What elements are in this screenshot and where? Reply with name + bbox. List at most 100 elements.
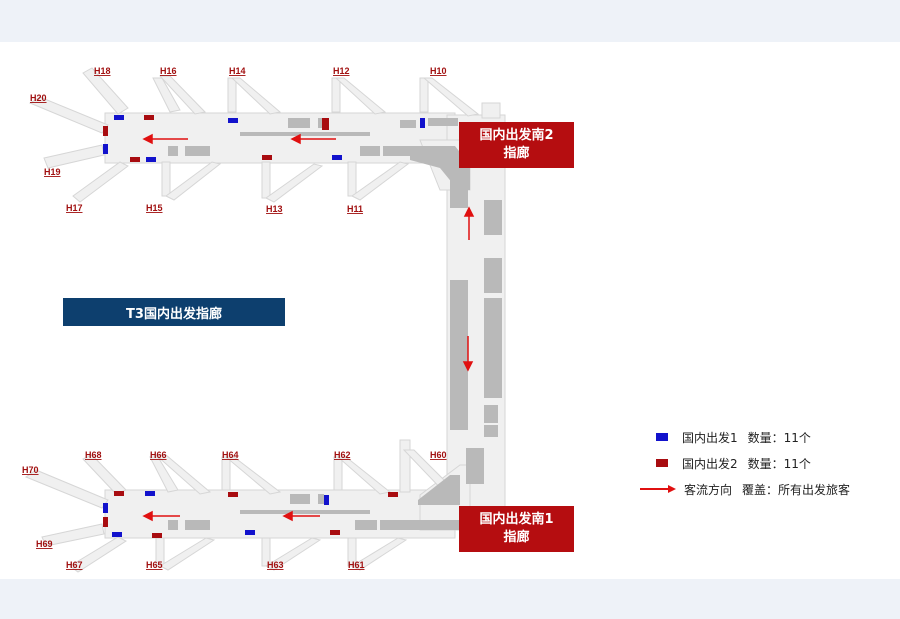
bridge-h66-a — [149, 456, 179, 493]
gate-label: H67 — [66, 560, 83, 570]
interior-block — [288, 118, 310, 128]
pier-south1-label: 国内出发南1 指廊 — [459, 506, 574, 552]
bridge-h10-b — [422, 77, 480, 117]
gate-label: H11 — [347, 204, 363, 214]
legend-row-blue: 国内出发1 数量：11个 — [640, 424, 900, 450]
bridge-h12-b — [334, 77, 387, 115]
interior-block — [290, 494, 310, 504]
interior-block — [484, 425, 498, 437]
bridge-h16-a — [152, 77, 181, 113]
gate-label: H68 — [85, 450, 102, 460]
blue-marker — [145, 491, 155, 496]
bridge-h18 — [82, 67, 129, 115]
flow-arrow-head — [142, 510, 153, 522]
red-markers — [103, 115, 398, 538]
bridge-h13-b — [265, 163, 324, 203]
blue-marker — [103, 144, 108, 154]
bridge-h64-a — [221, 456, 231, 491]
gate-label: H65 — [146, 560, 163, 570]
interior-block — [185, 520, 210, 530]
bridge-h62-b — [336, 456, 392, 495]
pier-south2-line1: 国内出发南2 — [479, 128, 554, 143]
gate-label: H62 — [334, 450, 351, 460]
interior-block — [240, 132, 370, 136]
blue-marker — [245, 530, 255, 535]
interior-block — [383, 146, 423, 156]
bridge-h70 — [24, 469, 109, 509]
bridge-h14-a — [227, 77, 237, 113]
blue-marker — [146, 157, 156, 162]
gate-label: H13 — [266, 204, 283, 214]
flow-arrow-head — [282, 510, 293, 522]
gate-label: H60 — [430, 450, 447, 460]
interior-block — [168, 146, 178, 156]
bridge-h69 — [41, 523, 105, 547]
interior-block — [185, 146, 210, 156]
blue-marker — [332, 155, 342, 160]
legend-blue-label: 国内出发1 — [682, 430, 738, 445]
gate-label: H69 — [36, 539, 53, 549]
blue-marker — [114, 115, 124, 120]
blue-marker — [420, 118, 425, 128]
red-marker — [103, 126, 108, 136]
red-swatch — [656, 459, 668, 467]
interior-block — [168, 520, 178, 530]
red-marker — [103, 517, 108, 527]
bridge-h64-b — [224, 456, 282, 495]
interior-block — [484, 405, 498, 423]
map-legend: 国内出发1 数量：11个 国内出发2 数量：11个 客流方向 覆盖：所有出发旅客 — [640, 424, 900, 502]
legend-row-red: 国内出发2 数量：11个 — [640, 450, 900, 476]
gate-labels-north: H18 H16 H14 H12 H10 H20 H19 H17 H15 H13 … — [30, 66, 447, 214]
legend-red-count: 数量：11个 — [747, 456, 811, 471]
gate-label: H17 — [66, 203, 83, 213]
pier-south2-line2: 指廊 — [503, 146, 530, 161]
bridge-h68 — [82, 454, 127, 495]
interior-block — [400, 120, 416, 128]
gate-label: H16 — [160, 66, 177, 76]
interior-block — [450, 280, 468, 430]
legend-row-flow: 客流方向 覆盖：所有出发旅客 — [640, 476, 900, 502]
bridge-h11-b — [351, 161, 410, 201]
interior-block — [418, 475, 460, 505]
red-marker — [330, 530, 340, 535]
interior-block — [318, 494, 324, 504]
interior-block — [484, 298, 502, 398]
blue-markers — [103, 115, 425, 537]
interior-block — [428, 118, 458, 126]
bridge-h62-a — [333, 456, 343, 491]
interior-block — [450, 168, 468, 208]
north-west-block — [481, 102, 501, 119]
bridge-h12-a — [331, 77, 341, 113]
bridge-h19 — [43, 144, 105, 169]
flow-arrow-head — [463, 206, 475, 217]
legend-flow-label: 客流方向 — [684, 482, 733, 497]
bridge-h17 — [72, 161, 129, 203]
blue-marker — [112, 532, 122, 537]
red-marker — [114, 491, 124, 496]
interior-block — [484, 200, 502, 235]
gate-label: H15 — [146, 203, 163, 213]
gate-label: H61 — [348, 560, 365, 570]
gate-label: H70 — [22, 465, 39, 475]
red-marker — [262, 155, 272, 160]
bridge-h20 — [28, 96, 109, 134]
flow-arrow-head — [290, 133, 301, 145]
red-marker — [152, 533, 162, 538]
flow-arrow-head — [462, 361, 474, 372]
interior-block — [240, 510, 370, 514]
gate-label: H18 — [94, 66, 111, 76]
gate-label: H66 — [150, 450, 167, 460]
interior-block — [318, 118, 324, 128]
gate-label: H20 — [30, 93, 47, 103]
blue-swatch — [656, 433, 668, 441]
pier-south1-line2: 指廊 — [503, 530, 530, 545]
map-title: T3国内出发指廊 — [63, 298, 285, 326]
interior-blocks — [168, 118, 502, 530]
interior-block — [484, 258, 502, 293]
bridge-h60-a — [399, 439, 411, 493]
interior-block — [355, 520, 377, 530]
interior-block — [466, 448, 484, 484]
pier-south2-label: 国内出发南2 指廊 — [459, 122, 574, 168]
red-marker — [322, 118, 329, 130]
